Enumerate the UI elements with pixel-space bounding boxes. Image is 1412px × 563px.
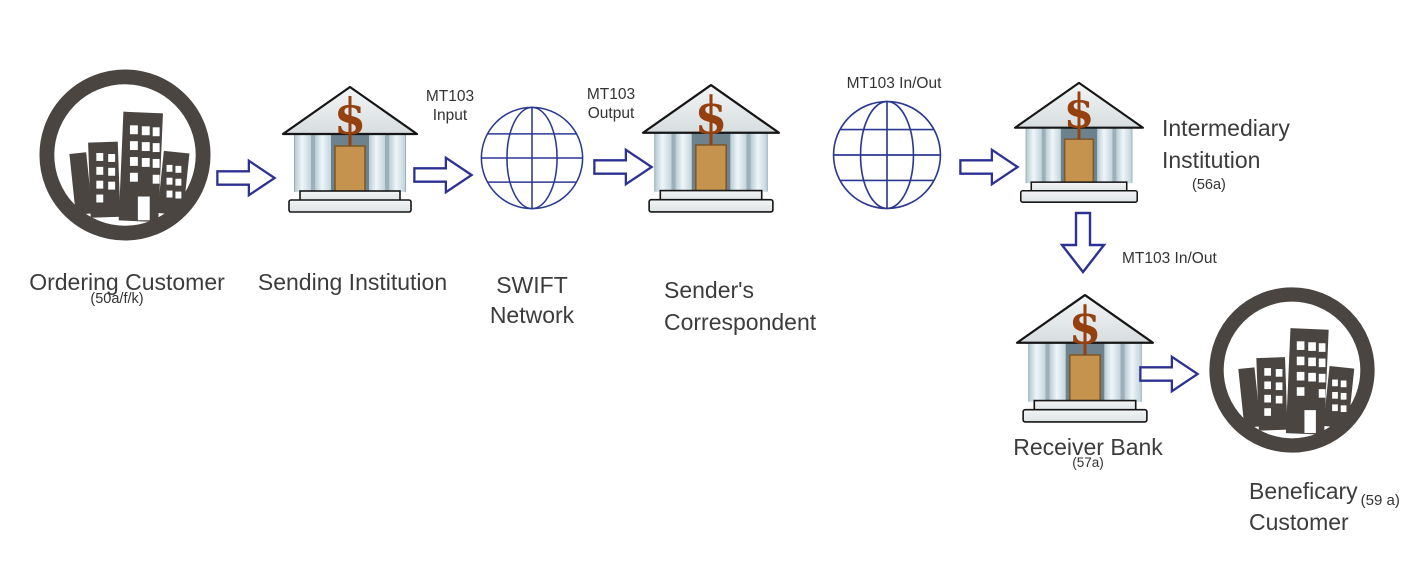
ordering-customer-code: (50a/f/k)	[90, 291, 144, 307]
mt103-inout-network-flow-label: MT103 In/Out	[846, 75, 942, 92]
beneficary-customer-label: Beneficary(59 a) Customer	[1249, 476, 1400, 538]
receiver-bank-label: Receiver Bank	[1013, 434, 1163, 460]
ordering-customer-icon	[36, 66, 214, 244]
beneficary-customer-icon	[1206, 284, 1378, 456]
flow-arrow-right-icon	[1137, 353, 1201, 395]
intermediary-institution-bank-icon	[1012, 80, 1146, 206]
beneficary-label-line1: Beneficary	[1249, 478, 1358, 504]
intermediary-institution-label: Intermediary Institution	[1162, 115, 1290, 174]
intermediary-institution-code: (56a)	[1192, 177, 1226, 193]
mt103-inout-receiver-flow-label: MT103 In/Out	[1122, 250, 1217, 267]
beneficary-label-line2: Customer	[1249, 509, 1349, 535]
flow-arrow-right-icon	[412, 154, 474, 196]
flow-arrow-right-icon	[215, 157, 277, 199]
senders-correspondent-label: Sender's Correspondent	[664, 277, 817, 336]
ordering-customer-label: Ordering Customer	[29, 269, 225, 295]
mt103-output-flow-label: MT103 Output	[586, 86, 636, 123]
swift-network-label: SWIFT Network	[489, 272, 575, 329]
sending-institution-label: Sending Institution	[257, 269, 448, 295]
sending-institution-bank-icon	[280, 84, 420, 216]
mt103-inout-globe-icon	[830, 98, 944, 212]
receiver-bank-icon	[1014, 292, 1156, 426]
mt103-input-flow-label: MT103 Input	[425, 88, 475, 125]
senders-correspondent-bank-icon	[640, 82, 782, 216]
flow-arrow-right-icon	[958, 146, 1020, 188]
receiver-bank-code: (57a)	[1072, 455, 1104, 470]
beneficary-customer-code: (59 a)	[1360, 492, 1400, 509]
flow-arrow-down-icon	[1058, 211, 1108, 275]
